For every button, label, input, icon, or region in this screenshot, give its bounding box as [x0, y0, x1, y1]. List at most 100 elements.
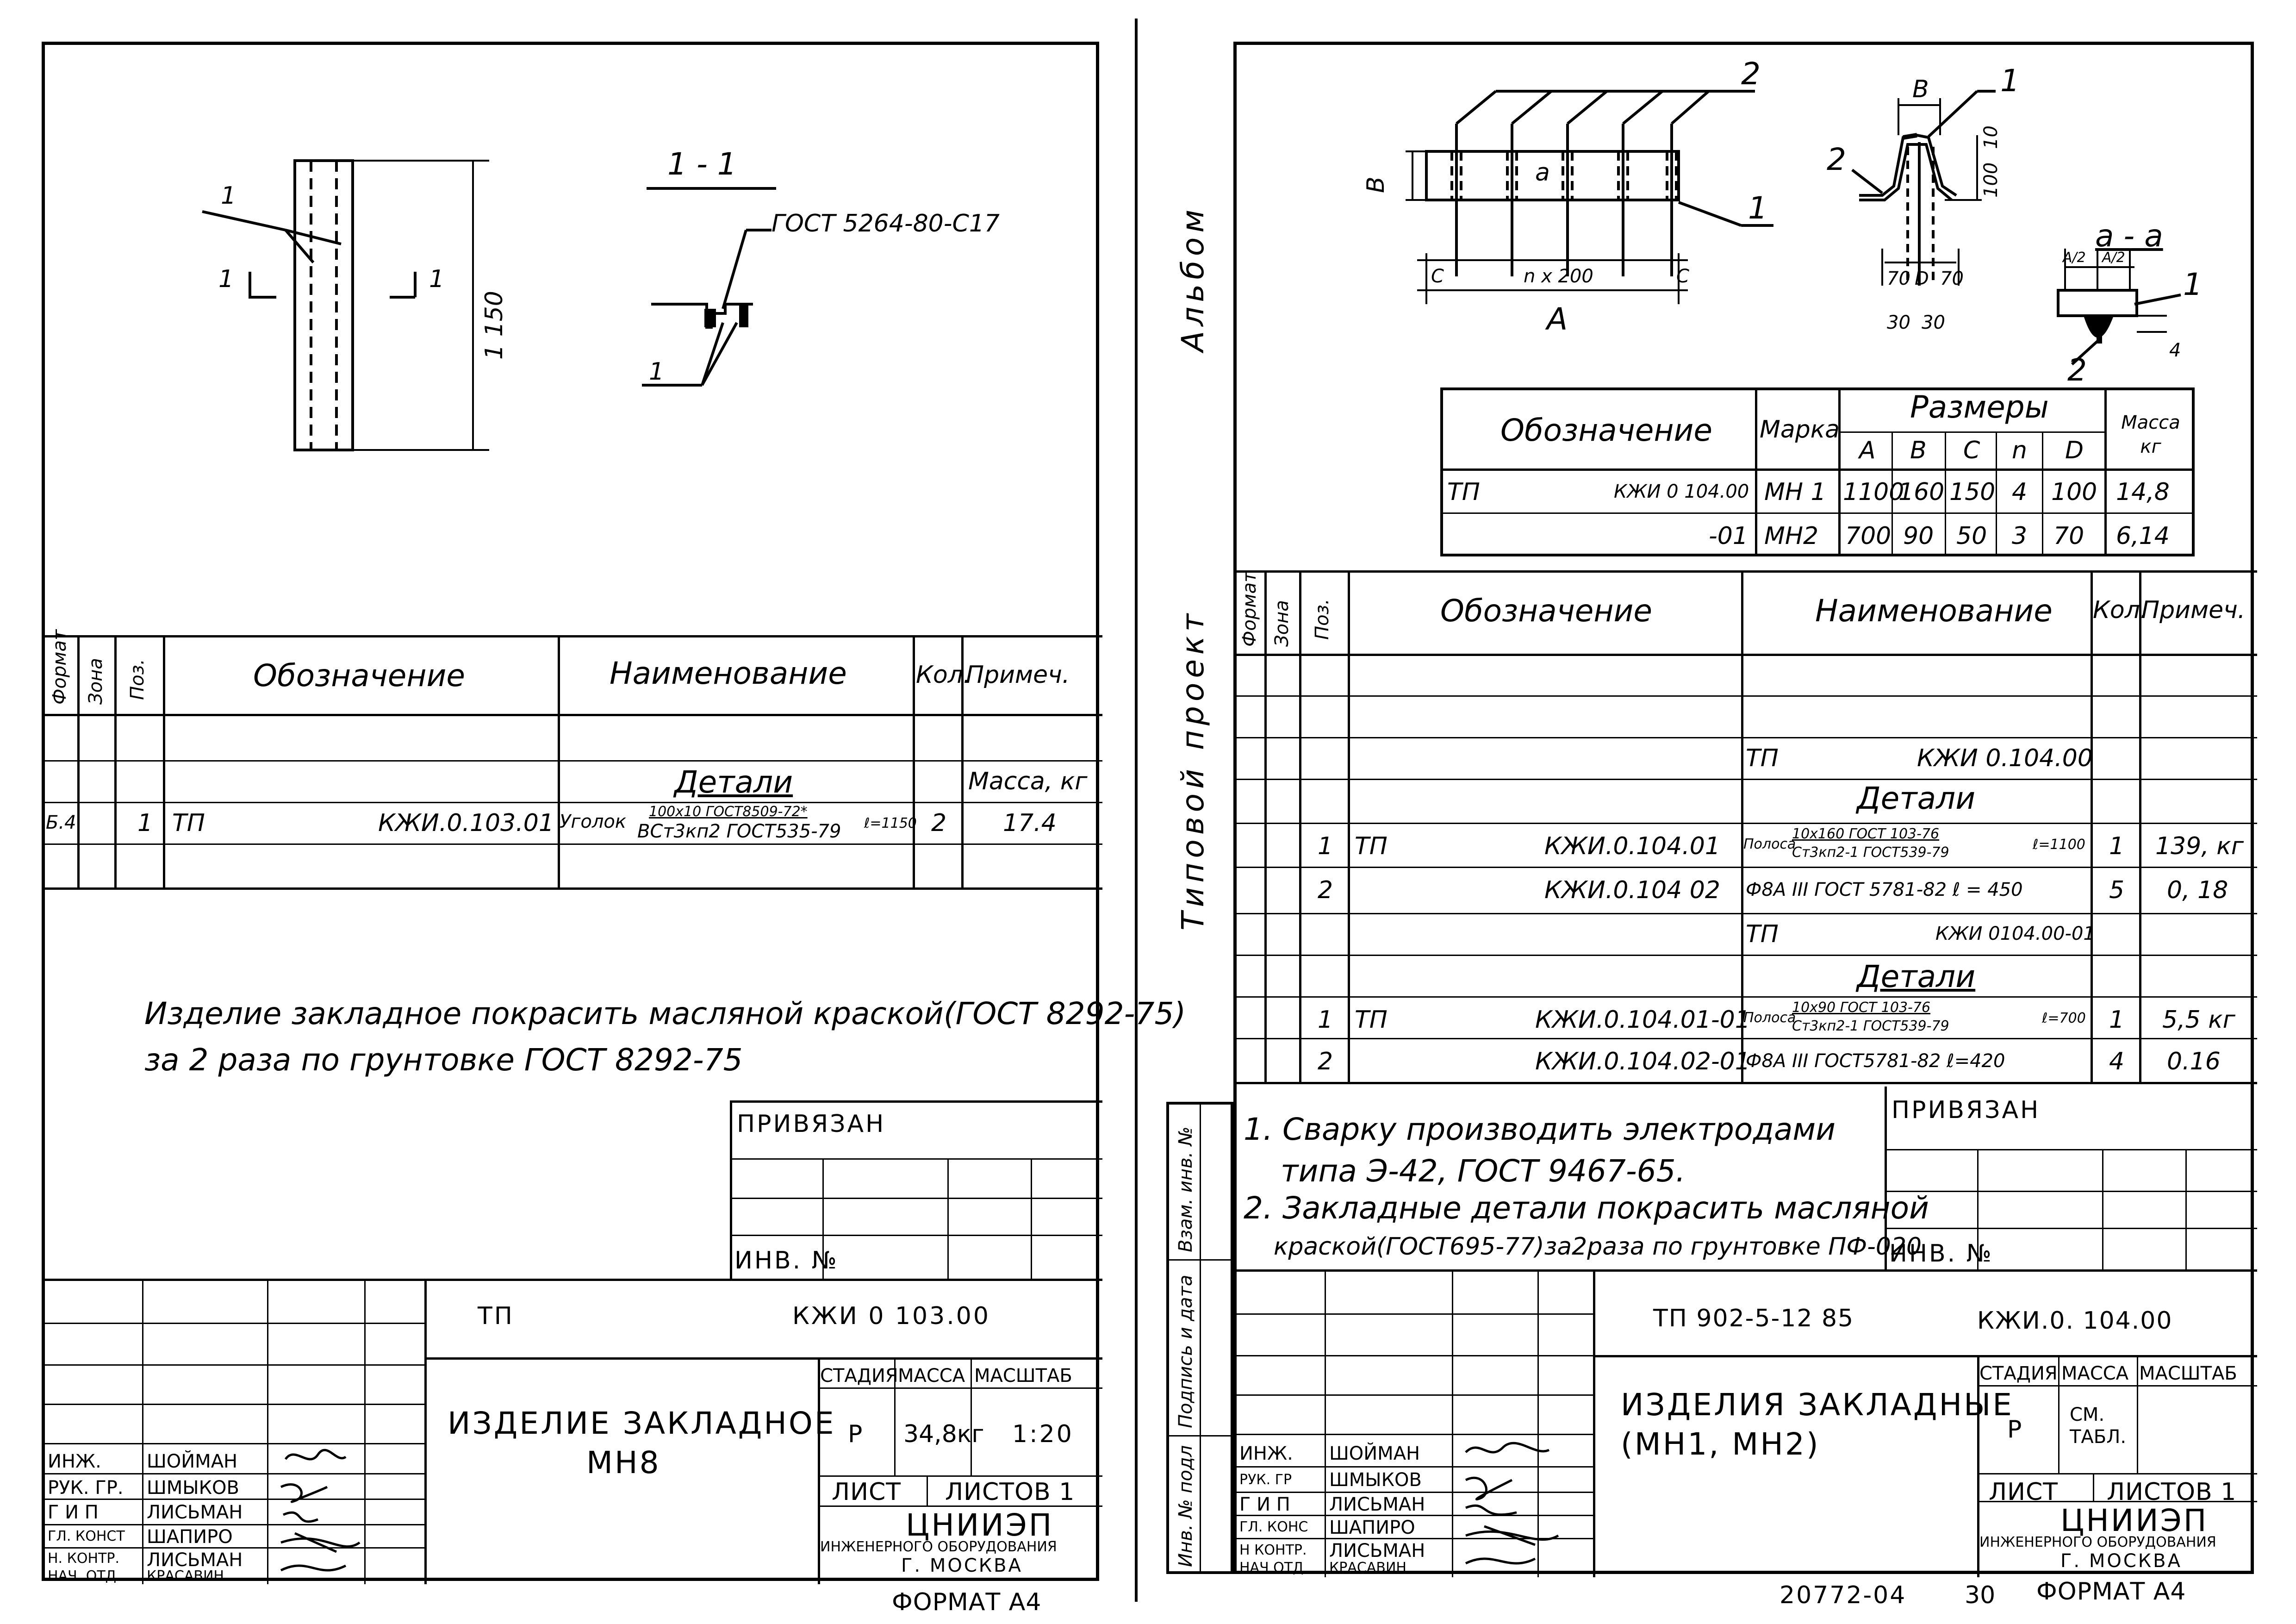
row-qty: 2 — [931, 809, 947, 837]
sz-h-mass: Масса кг — [2121, 412, 2180, 457]
rs-col-note: Примеч. — [2141, 596, 2246, 624]
title-line-1: ИЗДЕЛИЕ ЗАКЛАДНОЕ — [448, 1405, 836, 1441]
role-3: ГЛ. КОНСТ — [48, 1528, 125, 1544]
dw-callout-1b: 1 — [2000, 63, 2020, 99]
rs-r2-pos: 2 — [1318, 876, 1333, 904]
rs-col-pos: Поз. — [1312, 599, 1333, 640]
rs-r1-name-num: 10х160 ГОСТ 103-76 — [1792, 826, 1940, 842]
r-sheets-label: ЛИСТОВ 1 — [2107, 1478, 2237, 1506]
dw-callout-2: 2 — [1741, 56, 1761, 92]
dw-section-aa: а - а — [2095, 218, 2163, 254]
right-privyazan-block: ПРИВЯЗАН ИНВ. № — [1885, 1087, 2257, 1272]
mass-header: Масса, кг — [968, 768, 1088, 795]
sz-r1-n: 4 — [2012, 478, 2028, 506]
role-4: Н. КОНТР. — [48, 1550, 120, 1567]
dw-dim-c-right: С — [1676, 266, 1689, 287]
sz-col-A: А — [1859, 437, 1876, 464]
r-signatures — [1465, 1442, 1559, 1565]
r-mass-value: СМ. ТАБЛ. — [2070, 1404, 2127, 1448]
r-privyazan-label: ПРИВЯЗАН — [1892, 1096, 2041, 1124]
col-designation: Обозначение — [253, 658, 465, 693]
rs-r3-name-num: 10х90 ГОСТ 103-76 — [1792, 999, 1931, 1016]
stamp-vzam-inv: Взам. инв. № — [1175, 1126, 1196, 1252]
sz-r1-prefix: ТП — [1447, 478, 1480, 506]
sz-r2-n: 3 — [2012, 522, 2028, 550]
dw-callout-2c: 2 — [2067, 352, 2087, 388]
section-mark-left: 1 — [218, 265, 234, 293]
doc-prefix: ТП — [478, 1302, 514, 1330]
name-5: КРАСАВИН — [147, 1568, 224, 1584]
r-name-4: ЛИСЬМАН — [1329, 1540, 1425, 1562]
r-doc-code: КЖИ.0. 104.00 — [1977, 1307, 2173, 1335]
signatures — [280, 1449, 361, 1572]
r-inv-label: ИНВ. № — [1889, 1240, 1993, 1268]
details-label: Детали — [674, 764, 793, 800]
dw-dim-a2a: А/2 — [2063, 250, 2086, 266]
r-role-4: Н КОНТР. — [1239, 1542, 1307, 1558]
angle-drawing — [202, 159, 776, 451]
right-note-4: краской(ГОСТ695-77)за2раза по грунтовке … — [1274, 1233, 1922, 1261]
org-sub: ИНЖЕНЕРНОГО ОБОРУДОВАНИЯ — [820, 1539, 1057, 1555]
sz-r1-designation: КЖИ 0 104.00 — [1614, 481, 1749, 502]
dw-dim-30a: 30 — [1887, 312, 1910, 333]
org-city: Г. МОСКВА — [901, 1555, 1023, 1576]
section-mark-right: 1 — [429, 265, 445, 293]
rs-r4-designation: КЖИ.0.104.02-01 — [1535, 1048, 1750, 1075]
dw-dim-70a: 70 — [1887, 268, 1910, 289]
rs-b1-prefix: ТП — [1746, 744, 1779, 772]
rs-b2-prefix: ТП — [1746, 920, 1779, 948]
scale-header: МАСШТАБ — [974, 1365, 1072, 1387]
dw-dim-70b: 70 — [1940, 268, 1964, 289]
r-role-0: ИНЖ. — [1239, 1443, 1293, 1464]
stage-header: СТАДИЯ — [820, 1365, 898, 1387]
rs-r1-qty: 1 — [2109, 832, 2125, 860]
inv-label: ИНВ. № — [734, 1247, 839, 1274]
sz-r1-mass: 14,8 — [2116, 478, 2170, 506]
sz-r2-A: 700 — [1845, 522, 1892, 550]
sz-r2-B: 90 — [1903, 522, 1934, 550]
dw-dim-b: В — [1362, 176, 1390, 193]
r-role-3: ГЛ. КОНС — [1239, 1519, 1308, 1535]
r-org-city: Г. МОСКВА — [2060, 1550, 2182, 1572]
stamp-inv-podl: Инв. № подл — [1175, 1445, 1196, 1567]
sz-h-mark: Марка — [1760, 416, 1840, 443]
sizes-table: Обозначение Марка Размеры Масса кг А В С… — [1440, 387, 2195, 556]
right-format-label: ФОРМАТ А4 — [2036, 1578, 2186, 1605]
sz-r2-mass: 6,14 — [2116, 522, 2170, 550]
dw-dim-B-top: В — [1912, 75, 1929, 103]
role-0: ИНЖ. — [48, 1451, 101, 1472]
rs-col-zone: Зона — [1271, 600, 1293, 647]
rs-r3-note: 5,5 кг — [2162, 1006, 2235, 1034]
callout-1a: 1 — [221, 182, 236, 210]
rs-r4-name: Ф8А III ГОСТ5781-82 ℓ=420 — [1746, 1050, 2005, 1072]
rs-b1-code: КЖИ 0.104.00 — [1917, 744, 2093, 772]
rs-r2-name: Ф8А III ГОСТ 5781-82 ℓ = 450 — [1746, 879, 2023, 900]
sz-r1-mark: МН 1 — [1764, 478, 1826, 506]
section-title: 1 - 1 — [667, 146, 737, 182]
col-qty: Кол. — [916, 661, 971, 689]
name-2: ЛИСЬМАН — [147, 1502, 243, 1523]
left-spec-table: Формат Зона Поз. Обозначение Наименовани… — [45, 630, 1102, 899]
col-zone: Зона — [85, 658, 106, 705]
rs-details-1: Детали — [1857, 781, 1976, 816]
rs-col-qty: Кол. — [2093, 596, 2148, 624]
plate-drawing — [1406, 90, 2181, 366]
r-role-1: РУК. ГР — [1239, 1472, 1292, 1488]
r-title-line-2: (МН1, МН2) — [1621, 1426, 1820, 1462]
org-name: ЦНИИЭП — [906, 1507, 1054, 1543]
format-label: ФОРМАТ А4 — [892, 1588, 1042, 1616]
doc-code: КЖИ 0 103.00 — [792, 1302, 990, 1330]
dw-dim-n: n х 200 — [1524, 266, 1593, 287]
r-name-0: ШОЙМАН — [1329, 1443, 1420, 1464]
rs-r3-pos: 1 — [1318, 1006, 1333, 1034]
row-name-den: ВСт3кп2 ГОСТ535-79 — [637, 821, 841, 842]
project-label: Типовой проект — [1175, 609, 1211, 931]
r-org-name: ЦНИИЭП — [2060, 1503, 2209, 1538]
rs-r4-qty: 4 — [2109, 1048, 2125, 1075]
col-name: Наименование — [610, 656, 847, 691]
sz-r1-B: 160 — [1898, 478, 1945, 506]
col-pos: Поз. — [127, 659, 148, 700]
sz-r2-mark: МН2 — [1764, 522, 1819, 550]
r-sheet-label: ЛИСТ — [1989, 1478, 2059, 1506]
rs-r1-prefix: ТП — [1355, 832, 1388, 860]
